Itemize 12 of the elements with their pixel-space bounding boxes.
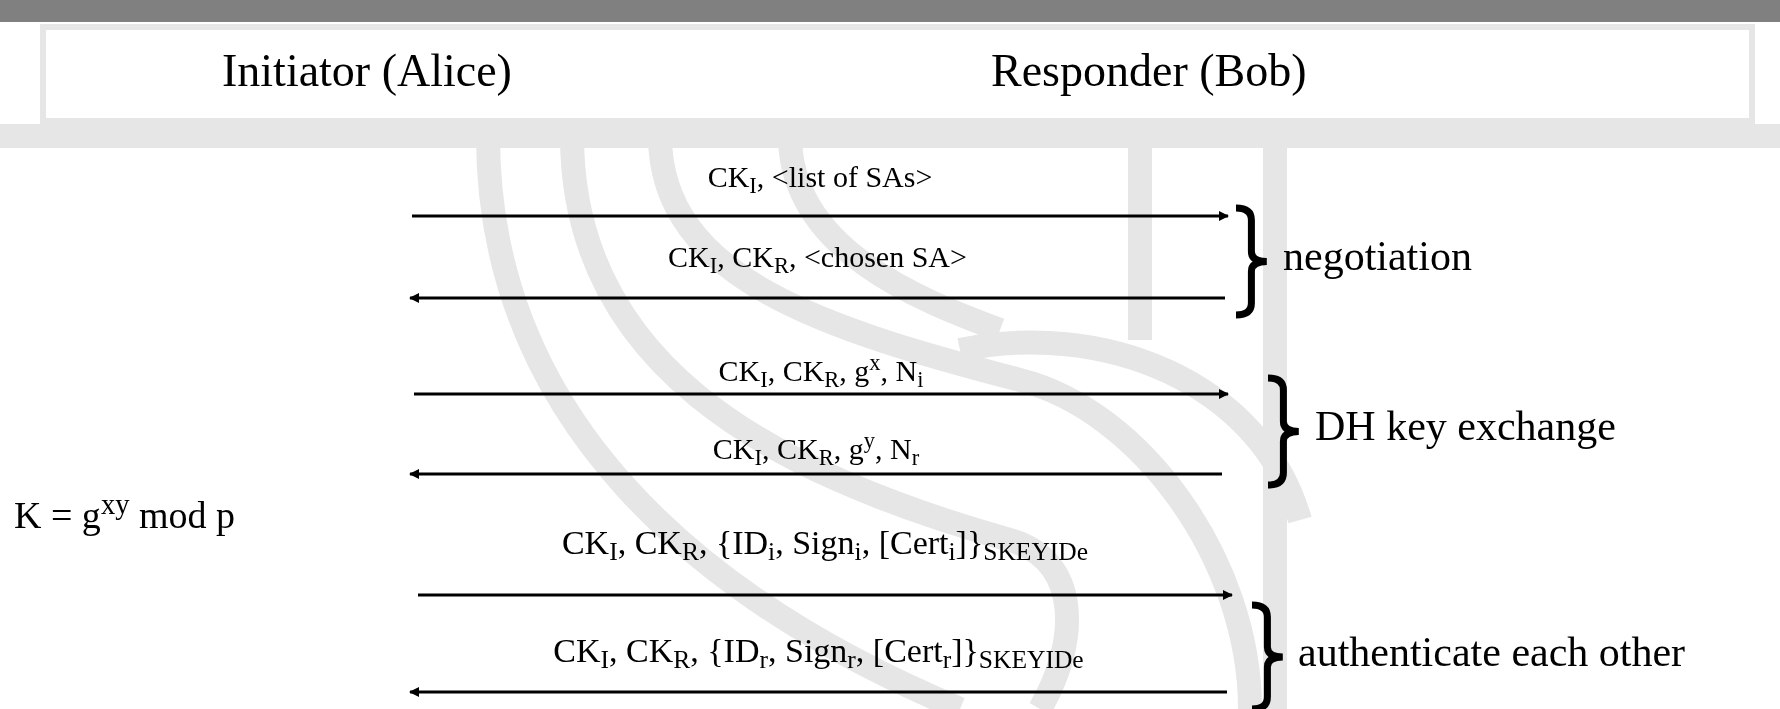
header-panel xyxy=(40,24,1755,124)
message-label: CK$_{I}$, CK$_{R}$, g$^{y}$, N$_{r}$ xyxy=(712,430,920,468)
formula-label: K = g$^{xy}$ mod p xyxy=(14,492,235,538)
top-bar xyxy=(0,0,1780,22)
phase-label: negotiation xyxy=(1283,232,1472,281)
phase-label: authenticate each other xyxy=(1298,628,1686,677)
message-label: CK$_{I}$, CK$_{R}$, g$^{x}$, N$_{i}$ xyxy=(718,352,924,390)
participant-name: Responder (Bob) xyxy=(991,48,1307,94)
message-label: CK$_{I}$, CK$_{R}$, <chosen SA> xyxy=(668,239,967,276)
message-label: CK$_{I}$, <list of SAs> xyxy=(707,159,933,196)
phase-label: DH key exchange xyxy=(1315,402,1616,451)
participant-name: Initiator (Alice) xyxy=(222,48,512,94)
